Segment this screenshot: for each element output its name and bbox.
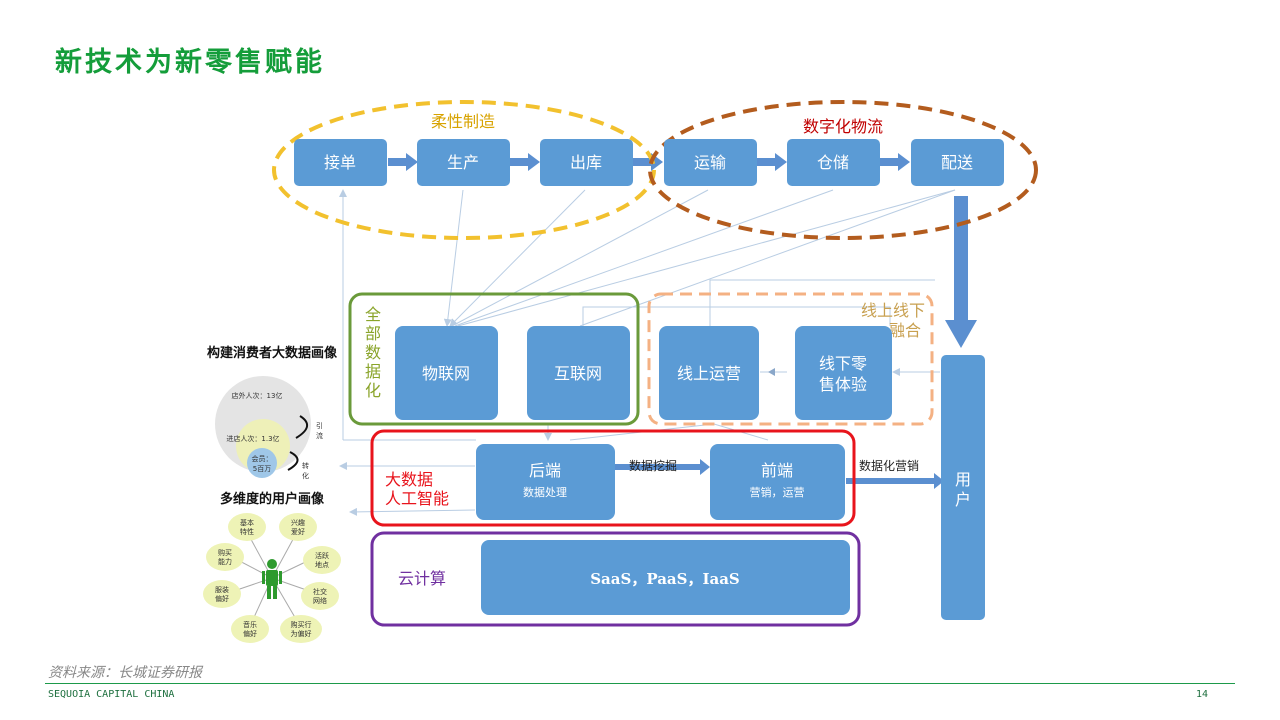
digital-logistics-group xyxy=(648,100,1038,240)
digitization-label: 全 部 数 据 化 xyxy=(365,305,381,400)
omni-channel-group xyxy=(647,292,934,426)
iot-box xyxy=(395,326,498,420)
svg-text:据: 据 xyxy=(365,362,381,381)
svg-text:兴趣: 兴趣 xyxy=(291,518,305,527)
svg-text:偏好: 偏好 xyxy=(243,629,257,638)
backend-box xyxy=(476,444,615,520)
svg-text:音乐: 音乐 xyxy=(243,620,257,629)
consumer-portrait-title: 构建消费者大数据画像 xyxy=(207,345,338,361)
online-ops-label: 线上运营 xyxy=(677,364,741,383)
svg-text:活跃: 活跃 xyxy=(315,551,329,560)
supply-chain-steps: 接单 生产 出库 运输 仓储 配送 xyxy=(294,139,1004,186)
cloud-services-label: SaaS，PaaS，IaaS xyxy=(590,570,740,588)
flexible-manufacturing-label: 柔性制造 xyxy=(431,112,495,131)
svg-text:进店人次：1.3亿: 进店人次：1.3亿 xyxy=(226,434,279,443)
svg-text:爱好: 爱好 xyxy=(291,527,305,536)
cloud-computing-group xyxy=(370,531,861,627)
bigdata-ai-group xyxy=(370,429,856,527)
digital-logistics-label: 数字化物流 xyxy=(803,117,883,136)
online-ops-box xyxy=(659,326,759,420)
svg-text:服装: 服装 xyxy=(215,585,229,594)
step-label-warehouse: 仓储 xyxy=(817,153,849,172)
svg-text:偏好: 偏好 xyxy=(215,594,229,603)
funnel-circles: 店外人次：13亿 进店人次：1.3亿 会员： 5百万 引 流 转 化 xyxy=(215,376,323,480)
step-box-warehouse xyxy=(787,139,880,186)
svg-text:转: 转 xyxy=(302,461,309,470)
svg-text:购买行: 购买行 xyxy=(291,620,312,629)
svg-text:化: 化 xyxy=(302,471,309,480)
svg-text:地点: 地点 xyxy=(315,560,329,569)
backend-sub-label: 数据处理 xyxy=(523,485,567,499)
svg-text:引: 引 xyxy=(316,421,323,430)
svg-text:全: 全 xyxy=(365,305,381,324)
svg-text:能力: 能力 xyxy=(218,557,232,566)
user-label-line2: 户 xyxy=(955,490,971,509)
user-label-line1: 用 xyxy=(955,470,971,489)
step-label-production: 生产 xyxy=(447,153,479,172)
step-label-transport: 运输 xyxy=(694,153,726,172)
offline-experience-box xyxy=(795,326,892,420)
svg-text:网络: 网络 xyxy=(313,596,327,605)
step-box-production xyxy=(417,139,510,186)
digital-marketing-label: 数据化营销 xyxy=(859,458,919,473)
step-box-transport xyxy=(664,139,757,186)
user-profile-title: 多维度的用户画像 xyxy=(220,491,325,507)
bigdata-label-line2: 人工智能 xyxy=(385,489,449,508)
page-title: 新技术为新零售赋能 xyxy=(55,47,325,78)
offline-experience-label-line1: 线下零 xyxy=(819,354,867,373)
cloud-label: 云计算 xyxy=(398,569,446,588)
svg-text:5百万: 5百万 xyxy=(253,465,271,473)
person-icon xyxy=(262,559,282,599)
flexible-manufacturing-group xyxy=(272,100,656,240)
svg-text:数: 数 xyxy=(365,343,381,362)
omni-channel-label-line1: 线上线下 xyxy=(861,301,925,320)
delivery-to-user-arrow xyxy=(945,196,977,348)
step-label-delivery: 配送 xyxy=(941,153,973,172)
step-box-delivery xyxy=(911,139,1004,186)
svg-text:为偏好: 为偏好 xyxy=(291,629,312,638)
user-column xyxy=(941,355,985,620)
step-label-outbound: 出库 xyxy=(570,153,602,172)
step-box-outbound xyxy=(540,139,633,186)
frontend-label: 前端 xyxy=(761,461,793,480)
svg-text:基本: 基本 xyxy=(240,518,254,527)
svg-text:社交: 社交 xyxy=(313,587,327,596)
source-note: 资料来源：长城证券研报 xyxy=(48,665,202,681)
svg-text:流: 流 xyxy=(316,431,323,440)
internet-box xyxy=(527,326,630,420)
page-number: 14 xyxy=(1196,689,1209,700)
internet-label: 互联网 xyxy=(554,364,602,383)
step-box-order xyxy=(294,139,387,186)
cloud-services-box xyxy=(481,540,850,615)
digitization-group xyxy=(348,292,640,426)
svg-text:店外人次：13亿: 店外人次：13亿 xyxy=(232,391,283,400)
bigdata-label-line1: 大数据 xyxy=(385,470,433,489)
svg-text:特性: 特性 xyxy=(240,527,254,536)
iot-label: 物联网 xyxy=(422,364,470,383)
supply-to-iot-connectors xyxy=(339,189,956,516)
svg-text:化: 化 xyxy=(365,381,381,400)
frontend-box xyxy=(710,444,845,520)
step-arrows xyxy=(388,153,944,489)
profile-bubbles: 基本 特性 兴趣 爱好 购买 能力 活跃 地点 服装 偏好 社交 网络 音乐 偏… xyxy=(203,513,341,643)
offline-experience-label-line2: 售体验 xyxy=(819,375,867,394)
svg-text:会员：: 会员： xyxy=(252,454,273,463)
frontend-sub-label: 营销，运营 xyxy=(750,485,805,499)
footer-divider xyxy=(45,683,1235,684)
step-label-order: 接单 xyxy=(324,153,356,172)
svg-text:部: 部 xyxy=(365,324,381,343)
data-mining-label: 数据挖掘 xyxy=(629,458,677,473)
svg-text:购买: 购买 xyxy=(218,548,232,557)
omni-channel-label-line2: 融合 xyxy=(889,321,921,340)
backend-label: 后端 xyxy=(529,461,561,480)
footer-brand: SEQUOIA CAPITAL CHINA xyxy=(48,689,175,700)
